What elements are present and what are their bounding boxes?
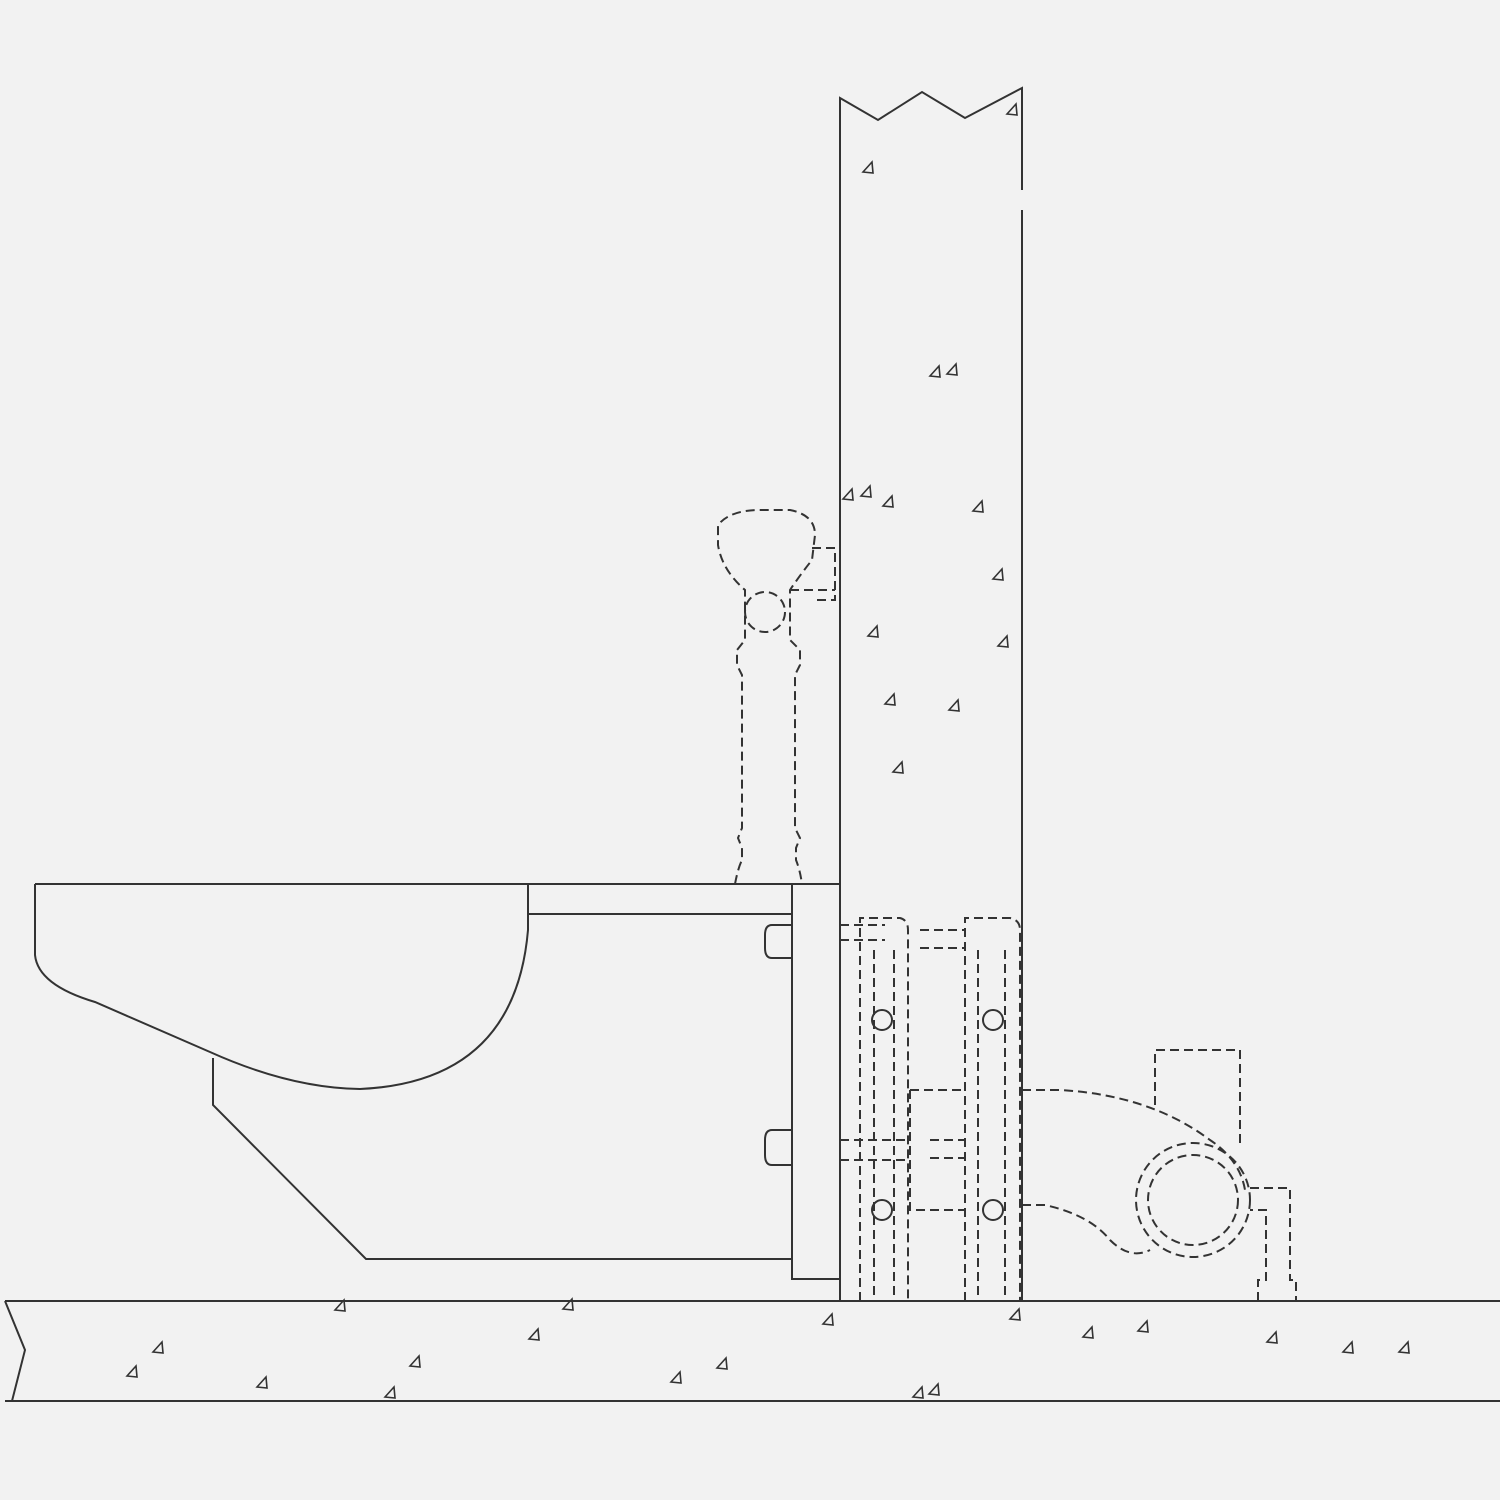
aggregate-mark — [911, 1385, 924, 1399]
mounting-nub-lower — [764, 1129, 792, 1166]
aggregate-mark — [881, 494, 894, 508]
aggregate-mark — [883, 692, 896, 706]
aggregate-mark — [866, 624, 879, 638]
aggregate-mark — [383, 1385, 396, 1399]
aggregate-mark — [1005, 102, 1018, 116]
floor-slab — [4, 1300, 1500, 1402]
aggregate-mark — [841, 487, 854, 501]
aggregate-mark — [1397, 1340, 1410, 1354]
aggregate-mark — [928, 364, 941, 378]
aggregate-mark — [859, 484, 872, 498]
aggregate-mark — [561, 1297, 574, 1311]
aggregate-mark — [125, 1364, 138, 1378]
aggregate-mark — [333, 1298, 346, 1312]
aggregate-mark — [945, 362, 958, 376]
concrete-aggregate — [125, 102, 1410, 1399]
carrier-frame-left — [840, 917, 910, 1301]
aggregate-mark — [1008, 1307, 1021, 1321]
aggregate-mark — [996, 634, 1009, 648]
aggregate-mark — [971, 499, 984, 513]
aggregate-mark — [527, 1327, 540, 1341]
toilet-bowl — [34, 883, 840, 1280]
aggregate-mark — [861, 160, 874, 174]
mounting-nub-upper — [764, 924, 792, 959]
aggregate-mark — [927, 1382, 940, 1396]
aggregate-mark — [891, 760, 904, 774]
flush-valve — [717, 509, 836, 885]
aggregate-mark — [1081, 1325, 1094, 1339]
aggregate-mark — [1136, 1319, 1149, 1333]
aggregate-mark — [947, 698, 960, 712]
aggregate-mark — [1265, 1330, 1278, 1344]
aggregate-mark — [255, 1375, 268, 1389]
aggregate-mark — [821, 1312, 834, 1326]
aggregate-mark — [151, 1340, 164, 1354]
aggregate-mark — [1341, 1340, 1354, 1354]
aggregate-mark — [408, 1354, 421, 1368]
aggregate-mark — [715, 1356, 728, 1370]
aggregate-mark — [991, 567, 1004, 581]
wall — [839, 86, 1023, 1301]
aggregate-mark — [669, 1370, 682, 1384]
carrier-frame-right — [909, 917, 1021, 1301]
waste-fitting — [1022, 1049, 1297, 1301]
